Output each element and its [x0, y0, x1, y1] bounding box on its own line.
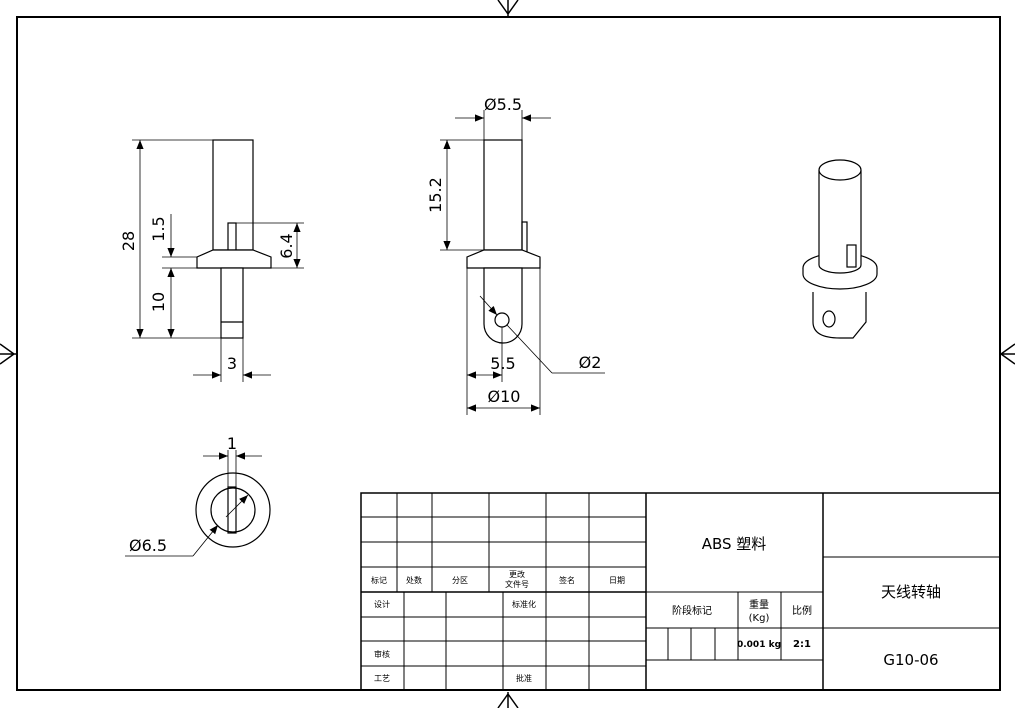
title-block: [360, 492, 1001, 691]
dim-length-28: 28: [119, 231, 138, 251]
tb-label-weight-unit: (Kg): [749, 613, 770, 624]
tb-label-design: 设计: [374, 599, 390, 609]
tb-header-zone: 分区: [452, 576, 468, 585]
tb-material: ABS 塑料: [702, 535, 767, 553]
tb-header-mark: 标记: [371, 575, 387, 585]
dim-offset-5-5: 5.5: [490, 354, 515, 373]
dim-key-width-1: 1: [227, 434, 237, 453]
top-view: [195, 472, 271, 548]
top-view-dimensions: [125, 450, 262, 557]
dim-dia-5-5: Ø5.5: [484, 95, 522, 114]
tb-header-date: 日期: [609, 576, 625, 585]
tb-label-review: 审核: [374, 649, 390, 659]
dim-length-10: 10: [149, 292, 168, 312]
tb-label-weight: 重量: [749, 598, 769, 611]
dim-dia-6-5: Ø6.5: [129, 536, 167, 555]
dim-height-6-4: 6.4: [277, 233, 296, 258]
tb-label-stage-mark: 阶段标记: [672, 604, 712, 617]
tb-header-change-doc-2: 文件号: [505, 579, 529, 589]
front-view: [196, 139, 272, 339]
side-view: [466, 139, 541, 344]
dim-hole-dia-2: Ø2: [579, 353, 602, 372]
tb-label-standardization: 标准化: [512, 599, 536, 609]
dim-width-3: 3: [227, 354, 237, 373]
dim-dia-10: Ø10: [488, 387, 521, 406]
tb-scale-value: 2:1: [793, 639, 811, 650]
side-view-dimensions: [440, 110, 605, 415]
tb-header-count: 处数: [406, 575, 422, 585]
tb-label-process: 工艺: [374, 674, 390, 683]
tb-part-name: 天线转轴: [881, 583, 941, 601]
tb-drawing-number: G10-06: [883, 651, 938, 669]
isometric-view: [802, 159, 878, 339]
dim-length-15-2: 15.2: [426, 177, 445, 213]
tb-label-approve: 批准: [516, 673, 532, 683]
tb-label-scale: 比例: [792, 604, 812, 617]
front-view-dimensions: [132, 139, 304, 382]
tb-header-signature: 签名: [559, 575, 575, 585]
tb-weight-value: 0.001 kg: [737, 640, 781, 650]
dim-flange-1-5: 1.5: [149, 216, 168, 241]
tb-header-change-doc-1: 更改: [509, 569, 525, 579]
